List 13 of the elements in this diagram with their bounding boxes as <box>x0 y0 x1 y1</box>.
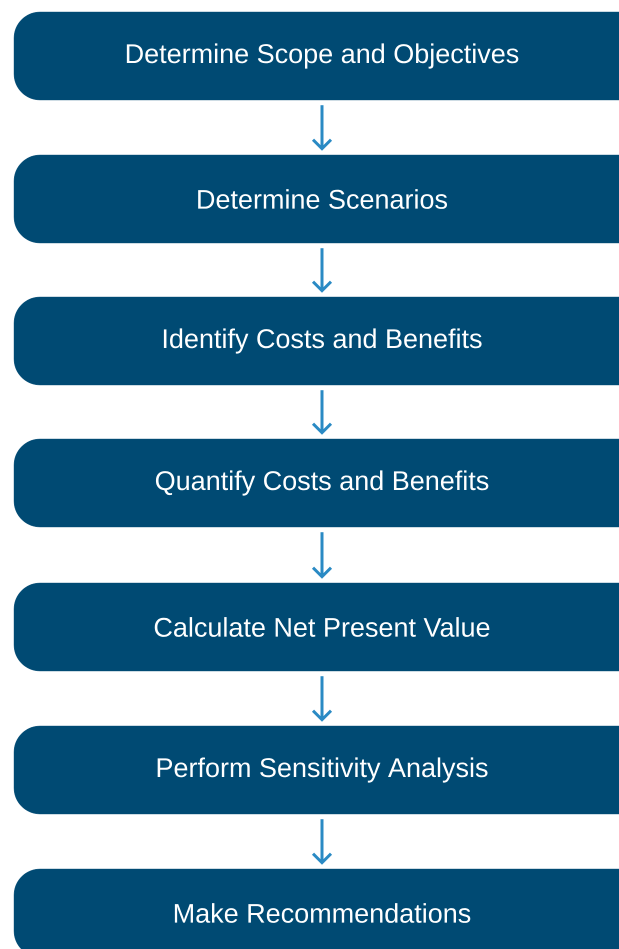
process-box: Determine Scenarios <box>14 154 619 244</box>
arrow <box>312 532 332 579</box>
process-box: Make Recommendations <box>14 868 619 949</box>
process-box: Determine Scope and Objectives <box>14 12 619 100</box>
arrow <box>312 819 332 865</box>
process-box: Quantify Costs and Benefits <box>14 438 619 528</box>
arrow <box>312 105 332 151</box>
process-box: Perform Sensitivity Analysis <box>14 726 619 814</box>
process-box: Identify Costs and Benefits <box>14 296 619 386</box>
arrow <box>312 676 332 722</box>
process-box: Calculate Net Present Value <box>14 582 619 672</box>
arrow <box>312 390 332 435</box>
arrow <box>312 248 332 293</box>
